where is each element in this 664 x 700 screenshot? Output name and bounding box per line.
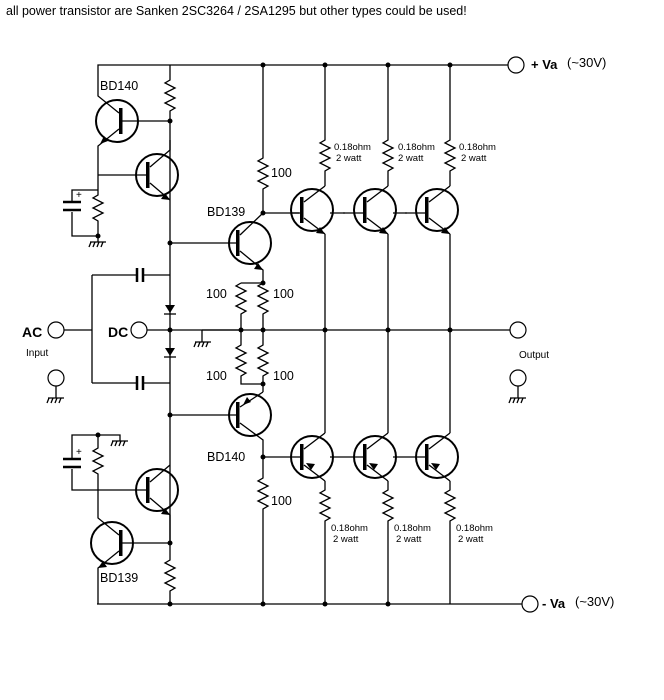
q-top-driver-label: BD139	[207, 205, 245, 219]
positive-rail-label: + Va	[531, 57, 558, 72]
upper-resistor-2-rating: 2 watt	[398, 153, 424, 164]
bias-diode-upper	[165, 305, 175, 313]
svg-text:+: +	[76, 447, 82, 458]
upper-resistor-2-value: 0.18ohm	[398, 142, 435, 153]
input-coupling-cap-bottom	[135, 376, 145, 390]
input-label: Input	[26, 348, 48, 359]
q-top-driver	[228, 221, 272, 265]
bias-diode-lower	[165, 348, 175, 356]
upper-output-stage: 0.18ohm 2 watt 0.18ohm 2 watt 0.18ohm 2 …	[260, 62, 496, 333]
ac-input-terminal[interactable]	[47, 321, 65, 339]
input-ground-terminal[interactable]	[47, 369, 65, 387]
upper-emitter-resistor-3	[443, 65, 457, 186]
output-npn-3	[415, 188, 459, 232]
lower-emitter-resistor-2	[381, 481, 395, 604]
lower-output-stage: 0.18ohm 2 watt 0.18ohm 2 watt 0.18ohm 2 …	[167, 330, 493, 607]
output-npn-2	[353, 188, 397, 232]
output-npn-1	[290, 188, 334, 232]
dc-input-terminal[interactable]	[130, 321, 148, 339]
lower-resistor-1-value: 0.18ohm	[331, 523, 368, 534]
upper-resistor-3-rating: 2 watt	[461, 153, 487, 164]
upper-emitter-resistor-2	[381, 65, 395, 186]
output-label: Output	[519, 350, 549, 361]
svg-text:+: +	[76, 190, 82, 201]
q-bottom-driver	[228, 393, 272, 437]
upper-current-source: BD140 +	[63, 64, 179, 248]
lower-resistor-2-rating: 2 watt	[396, 534, 422, 545]
q-bottom-driver-label: BD140	[207, 450, 245, 464]
lower-resistor-3-value: 0.18ohm	[456, 523, 493, 534]
negative-rail: - Va (~30V)	[97, 594, 614, 613]
bias-resistor-upper-left-label: 100	[206, 287, 227, 301]
upper-emitter-resistor-1	[318, 65, 332, 186]
upper-base-resistor-label: 100	[271, 166, 292, 180]
lower-resistor-1-rating: 2 watt	[333, 534, 359, 545]
lower-emitter-resistor-3	[443, 481, 457, 604]
upper-resistor-1-rating: 2 watt	[336, 153, 362, 164]
lower-base-resistor-label: 100	[271, 494, 292, 508]
ac-label: AC	[22, 324, 42, 340]
q-top-small-label: BD140	[100, 79, 138, 93]
output-terminal[interactable]	[509, 321, 527, 339]
input-coupling-cap-top	[135, 268, 145, 282]
upper-resistor-1-value: 0.18ohm	[334, 142, 371, 153]
input-section: AC Input DC	[22, 243, 176, 415]
negative-rail-voltage: (~30V)	[575, 594, 614, 609]
lower-emitter-resistor-1	[318, 481, 332, 604]
output-line: Output	[170, 321, 549, 404]
q-bottom-small-label: BD139	[100, 571, 138, 585]
lower-source-resistor	[163, 415, 177, 604]
negative-rail-label: - Va	[542, 596, 566, 611]
bias-resistor-lower-right-label: 100	[273, 369, 294, 383]
bias-resistor-upper-right-label: 100	[273, 287, 294, 301]
positive-rail-voltage: (~30V)	[567, 55, 606, 70]
lower-resistor-3-rating: 2 watt	[458, 534, 484, 545]
upper-resistor-3-value: 0.18ohm	[459, 142, 496, 153]
dc-label: DC	[108, 324, 128, 340]
output-ground-terminal[interactable]	[509, 369, 527, 387]
positive-supply-terminal[interactable]	[507, 56, 525, 74]
lower-current-source: BD139 +	[63, 412, 179, 604]
negative-supply-terminal[interactable]	[521, 595, 539, 613]
design-note: all power transistor are Sanken 2SC3264 …	[6, 4, 467, 18]
lower-resistor-2-value: 0.18ohm	[394, 523, 431, 534]
bias-resistor-lower-left-label: 100	[206, 369, 227, 383]
driver-stage: BD139 100 100 100 100 100 BD140 100	[170, 65, 294, 604]
upper-source-resistor	[163, 65, 177, 243]
